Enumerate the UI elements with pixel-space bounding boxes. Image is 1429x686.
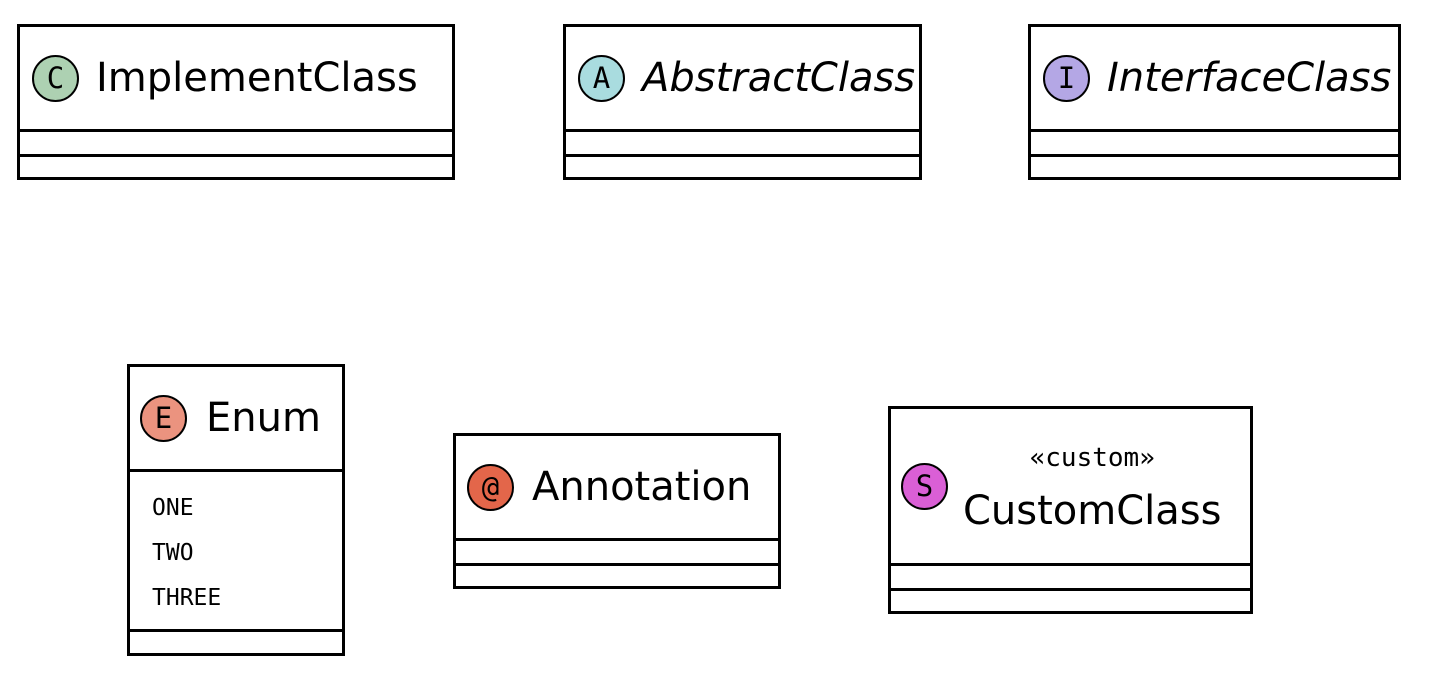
custom-class-title-block: «custom» CustomClass: [963, 441, 1221, 531]
custom-class-header: S «custom» CustomClass: [891, 409, 1250, 566]
custom-class-stereotype: «custom»: [1029, 443, 1155, 473]
class-badge-icon: C: [32, 54, 79, 102]
custom-badge-icon: S: [901, 462, 948, 510]
annotation-name: Annotation: [532, 464, 752, 510]
enum-box: E Enum ONE TWO THREE: [127, 364, 345, 656]
interface-badge-icon: I: [1043, 54, 1090, 102]
annotation-badge-icon: @: [467, 463, 514, 511]
enum-methods: [130, 632, 342, 654]
custom-class-fields: [891, 566, 1250, 588]
interface-class-box: I InterfaceClass: [1028, 24, 1401, 180]
annotation-methods: [456, 563, 778, 585]
abstract-class-fields: [566, 132, 919, 154]
interface-class-header: I InterfaceClass: [1031, 27, 1398, 132]
enum-header: E Enum: [130, 367, 342, 472]
custom-class-methods: [891, 588, 1250, 610]
abstract-class-header: A AbstractClass: [566, 27, 919, 132]
enum-value: TWO: [152, 540, 194, 566]
custom-class-box: S «custom» CustomClass: [888, 406, 1253, 614]
implement-class-name: ImplementClass: [96, 55, 418, 101]
implement-class-methods: [20, 154, 452, 176]
enum-value: ONE: [152, 495, 194, 521]
abstract-class-name: AbstractClass: [642, 55, 916, 101]
abstract-class-methods: [566, 154, 919, 176]
implement-class-header: C ImplementClass: [20, 27, 452, 132]
interface-class-methods: [1031, 154, 1398, 176]
abstract-badge-icon: A: [578, 54, 625, 102]
abstract-class-box: A AbstractClass: [563, 24, 922, 180]
custom-class-name: CustomClass: [963, 488, 1222, 534]
enum-name: Enum: [206, 395, 321, 441]
enum-values: ONE TWO THREE: [130, 472, 342, 632]
annotation-fields: [456, 541, 778, 563]
enum-badge-icon: E: [140, 394, 187, 442]
implement-class-fields: [20, 132, 452, 154]
annotation-header: @ Annotation: [456, 436, 778, 541]
implement-class-box: C ImplementClass: [17, 24, 455, 180]
annotation-box: @ Annotation: [453, 433, 781, 589]
interface-class-name: InterfaceClass: [1107, 55, 1392, 101]
interface-class-fields: [1031, 132, 1398, 154]
enum-value: THREE: [152, 585, 222, 611]
